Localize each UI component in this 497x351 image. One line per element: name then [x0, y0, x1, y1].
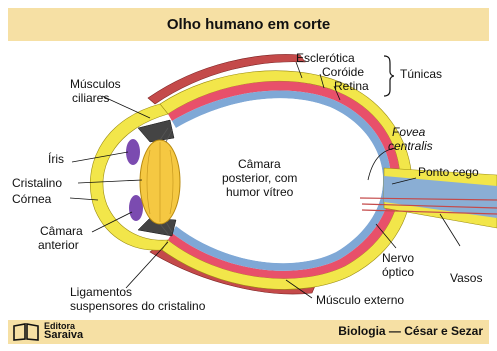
tunicas-bracket [384, 56, 394, 96]
label-camara-posterior-2: posterior, com [222, 171, 297, 185]
label-tunicas: Túnicas [400, 67, 442, 81]
label-ligamentos-2: suspensores do cristalino [70, 299, 206, 313]
label-ponto-cego: Ponto cego [418, 165, 479, 179]
publisher-name: Editora Saraiva [44, 322, 124, 340]
label-camara-anterior-2: anterior [38, 238, 79, 252]
label-fovea-1: Fovea [392, 125, 426, 139]
label-nervo-optico-2: óptico [382, 265, 414, 279]
book-logo-icon [12, 322, 40, 342]
label-nervo-optico-1: Nervo [382, 251, 414, 265]
label-iris: Íris [48, 151, 64, 166]
label-musculos-ciliares-1: Músculos [70, 77, 121, 91]
label-musculos-ciliares-2: ciliares [72, 91, 109, 105]
book-credit: Biologia — César e Sezar [338, 324, 483, 338]
label-camara-posterior-1: Câmara [238, 157, 281, 171]
footer-banner: Editora Saraiva Biologia — César e Sezar [8, 320, 489, 344]
label-fovea-2: centralis [388, 139, 433, 153]
iris-bottom [129, 195, 143, 221]
label-camara-anterior-1: Câmara [40, 224, 83, 238]
label-retina: Retina [334, 79, 369, 93]
iris-top [126, 139, 140, 165]
label-ligamentos-1: Ligamentos [70, 285, 132, 299]
label-coroide: Coróide [322, 65, 364, 79]
publisher-line-2: Saraiva [44, 331, 124, 340]
label-cornea: Córnea [12, 192, 52, 206]
label-musculo-externo: Músculo externo [316, 293, 404, 307]
label-esclerotica: Esclerótica [296, 51, 355, 65]
label-vasos: Vasos [450, 271, 482, 285]
label-camara-posterior-3: humor vítreo [226, 185, 294, 199]
label-cristalino: Cristalino [12, 176, 62, 190]
